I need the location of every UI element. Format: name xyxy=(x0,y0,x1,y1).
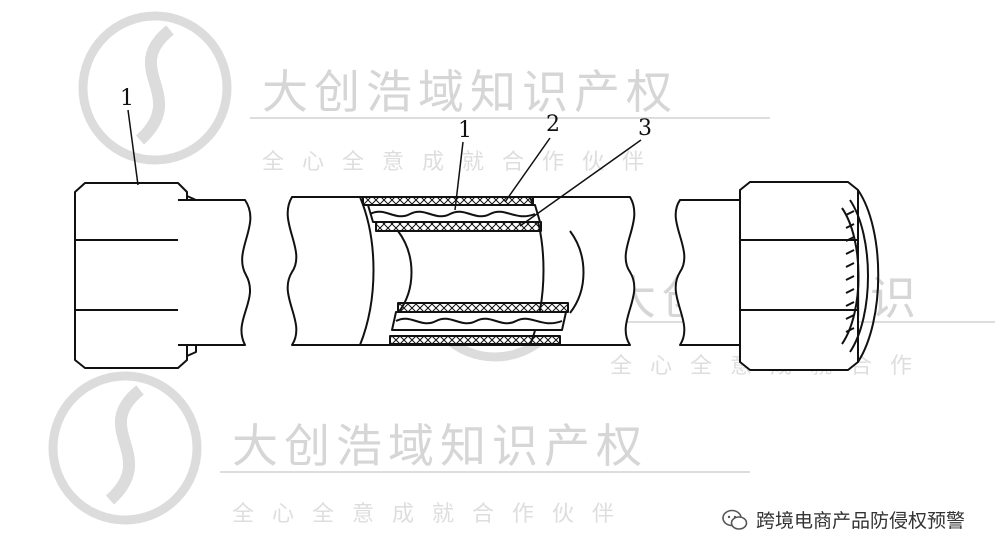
source-credit-text: 跨境电商产品防侵权预警 xyxy=(755,510,965,532)
part-label-cover: 2 xyxy=(546,112,560,137)
part-label-nut: 1 xyxy=(120,86,134,111)
leader-line-nut xyxy=(127,109,139,186)
right-hex-nut xyxy=(739,181,880,371)
left-hex-nut xyxy=(74,182,197,369)
leader-line-2 xyxy=(504,137,551,203)
leader-line-1 xyxy=(454,141,464,211)
watermark-slogan-bottom: 全心全意成就合作伙伴 xyxy=(232,502,633,527)
braid-layer-top xyxy=(367,204,541,223)
source-credit: 跨境电商产品防侵权预警 xyxy=(722,506,965,533)
braid-layer-bottom xyxy=(391,311,567,331)
outer-cover-bottom xyxy=(389,335,561,345)
hose-cutaway xyxy=(359,196,585,346)
part-label-liner: 3 xyxy=(638,116,652,141)
internal-thread xyxy=(845,210,855,333)
watermark-logo-top xyxy=(78,11,232,165)
part-label-braid: 1 xyxy=(458,118,472,143)
inner-liner-top xyxy=(375,221,542,232)
watermark-logo-bottom xyxy=(48,371,202,525)
leader-line-3 xyxy=(519,139,642,227)
watermark-title-bottom: 大创浩域知识产权 xyxy=(232,419,648,473)
wechat-icon xyxy=(722,509,748,530)
inner-liner-bottom xyxy=(397,302,569,313)
watermark-title-top: 大创浩域知识产权 xyxy=(262,65,678,119)
left-hose-stub xyxy=(178,199,252,346)
right-hose-stub xyxy=(674,199,741,346)
watermark-slogan-top: 全心全意成就合作伙伴 xyxy=(262,150,663,175)
